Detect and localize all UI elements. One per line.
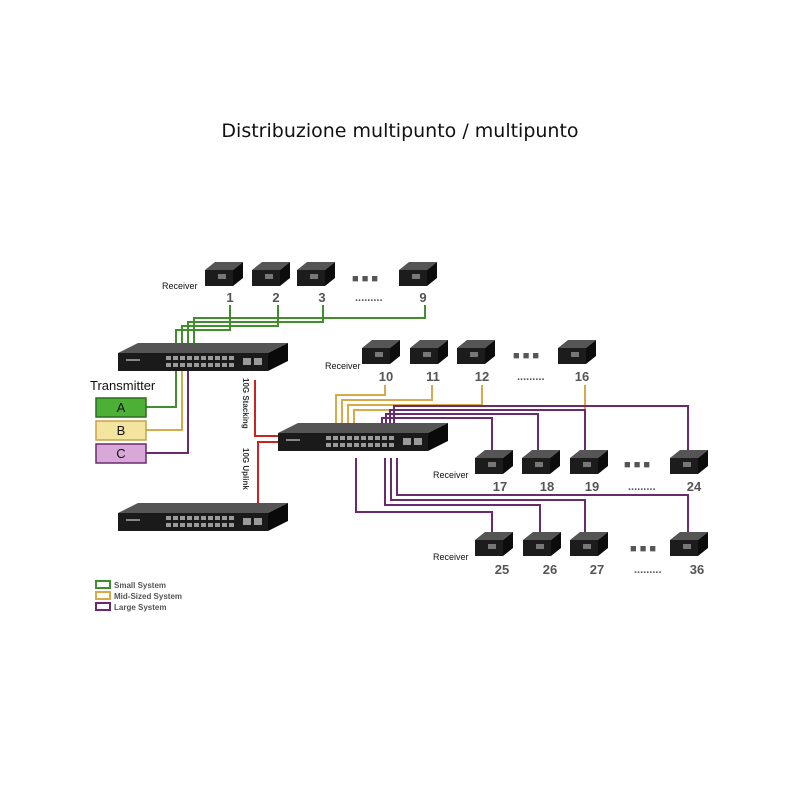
receiver-number: 11 <box>426 369 440 384</box>
receiver-number: 19 <box>585 479 599 494</box>
receiver-number: 1 <box>226 290 233 305</box>
ellipsis-dots: ......... <box>355 292 383 304</box>
network-switch-icon <box>118 503 288 531</box>
ellipsis-squares: ■ ■ ■ <box>624 459 650 471</box>
receiver-number: 10 <box>379 369 393 384</box>
receiver-box-icon <box>297 262 335 286</box>
backbone-links <box>254 380 282 506</box>
receiver-group-1: Receiver 1 2 3 9 ■ ■ ■ ......... <box>162 262 437 305</box>
small-system-cables <box>146 305 426 408</box>
receiver-box-icon <box>399 262 437 286</box>
receiver-box-icon <box>670 450 708 474</box>
ellipsis-dots: ......... <box>628 481 656 493</box>
receiver-box-icon <box>457 340 495 364</box>
diagram-title: Distribuzione multipunto / multipunto <box>221 120 579 142</box>
ellipsis-squares: ■ ■ ■ <box>513 350 539 362</box>
receiver-number: 26 <box>543 562 557 577</box>
receiver-box-icon <box>410 340 448 364</box>
receiver-number: 9 <box>419 290 426 305</box>
receiver-box-icon <box>558 340 596 364</box>
ellipsis-squares: ■ ■ ■ <box>630 543 656 555</box>
transmitter-a-label: A <box>117 400 126 415</box>
receiver-number: 12 <box>475 369 489 384</box>
receiver-label: Receiver <box>433 552 469 562</box>
receiver-number: 24 <box>687 479 702 494</box>
legend-swatch-small <box>95 580 111 589</box>
receiver-number: 36 <box>690 562 704 577</box>
uplink-label: 10G Uplink <box>241 448 250 490</box>
ellipsis-dots: ......... <box>517 371 545 383</box>
legend: Small System Mid-Sized System Large Syst… <box>95 580 182 612</box>
transmitter-c: C <box>95 443 147 464</box>
legend-swatch-large <box>95 602 111 611</box>
receiver-box-icon <box>252 262 290 286</box>
receiver-box-icon <box>205 262 243 286</box>
transmitter-a: A <box>95 397 147 418</box>
receiver-label: Receiver <box>325 361 361 371</box>
receiver-group-2: Receiver 10 11 12 16 ■ ■ ■ ......... <box>325 340 596 384</box>
legend-label-large: Large System <box>114 603 166 612</box>
receiver-number: 16 <box>575 369 589 384</box>
receiver-box-icon <box>670 532 708 556</box>
receiver-number: 2 <box>272 290 279 305</box>
network-switch-icon <box>118 343 288 371</box>
cables <box>146 305 689 535</box>
network-switch-icon <box>278 423 448 451</box>
receiver-label: Receiver <box>162 281 198 291</box>
stacking-label: 10G Stacking <box>241 378 250 429</box>
receiver-box-icon <box>362 340 400 364</box>
receiver-box-icon <box>522 450 560 474</box>
transmitter-label: Transmitter <box>90 378 156 393</box>
receiver-number: 18 <box>540 479 554 494</box>
receiver-box-icon <box>475 450 513 474</box>
receiver-box-icon <box>475 532 513 556</box>
receiver-box-icon <box>570 532 608 556</box>
receiver-box-icon <box>523 532 561 556</box>
ellipsis-squares: ■ ■ ■ <box>352 273 378 285</box>
receiver-label: Receiver <box>433 470 469 480</box>
receiver-number: 25 <box>495 562 509 577</box>
transmitter-b: B <box>95 420 147 441</box>
receiver-group-3: Receiver 17 18 19 24 ■ ■ ■ ......... <box>433 450 708 494</box>
transmitter-c-label: C <box>116 446 125 461</box>
receiver-number: 3 <box>318 290 325 305</box>
ellipsis-dots: ......... <box>634 564 662 576</box>
receiver-group-4: Receiver 25 26 27 36 ■ ■ ■ ......... <box>433 532 708 577</box>
legend-label-small: Small System <box>114 581 166 590</box>
legend-swatch-mid <box>95 591 111 600</box>
receiver-number: 17 <box>493 479 507 494</box>
receiver-box-icon <box>570 450 608 474</box>
transmitter-b-label: B <box>117 423 126 438</box>
receiver-number: 27 <box>590 562 604 577</box>
legend-label-mid: Mid-Sized System <box>114 592 182 601</box>
